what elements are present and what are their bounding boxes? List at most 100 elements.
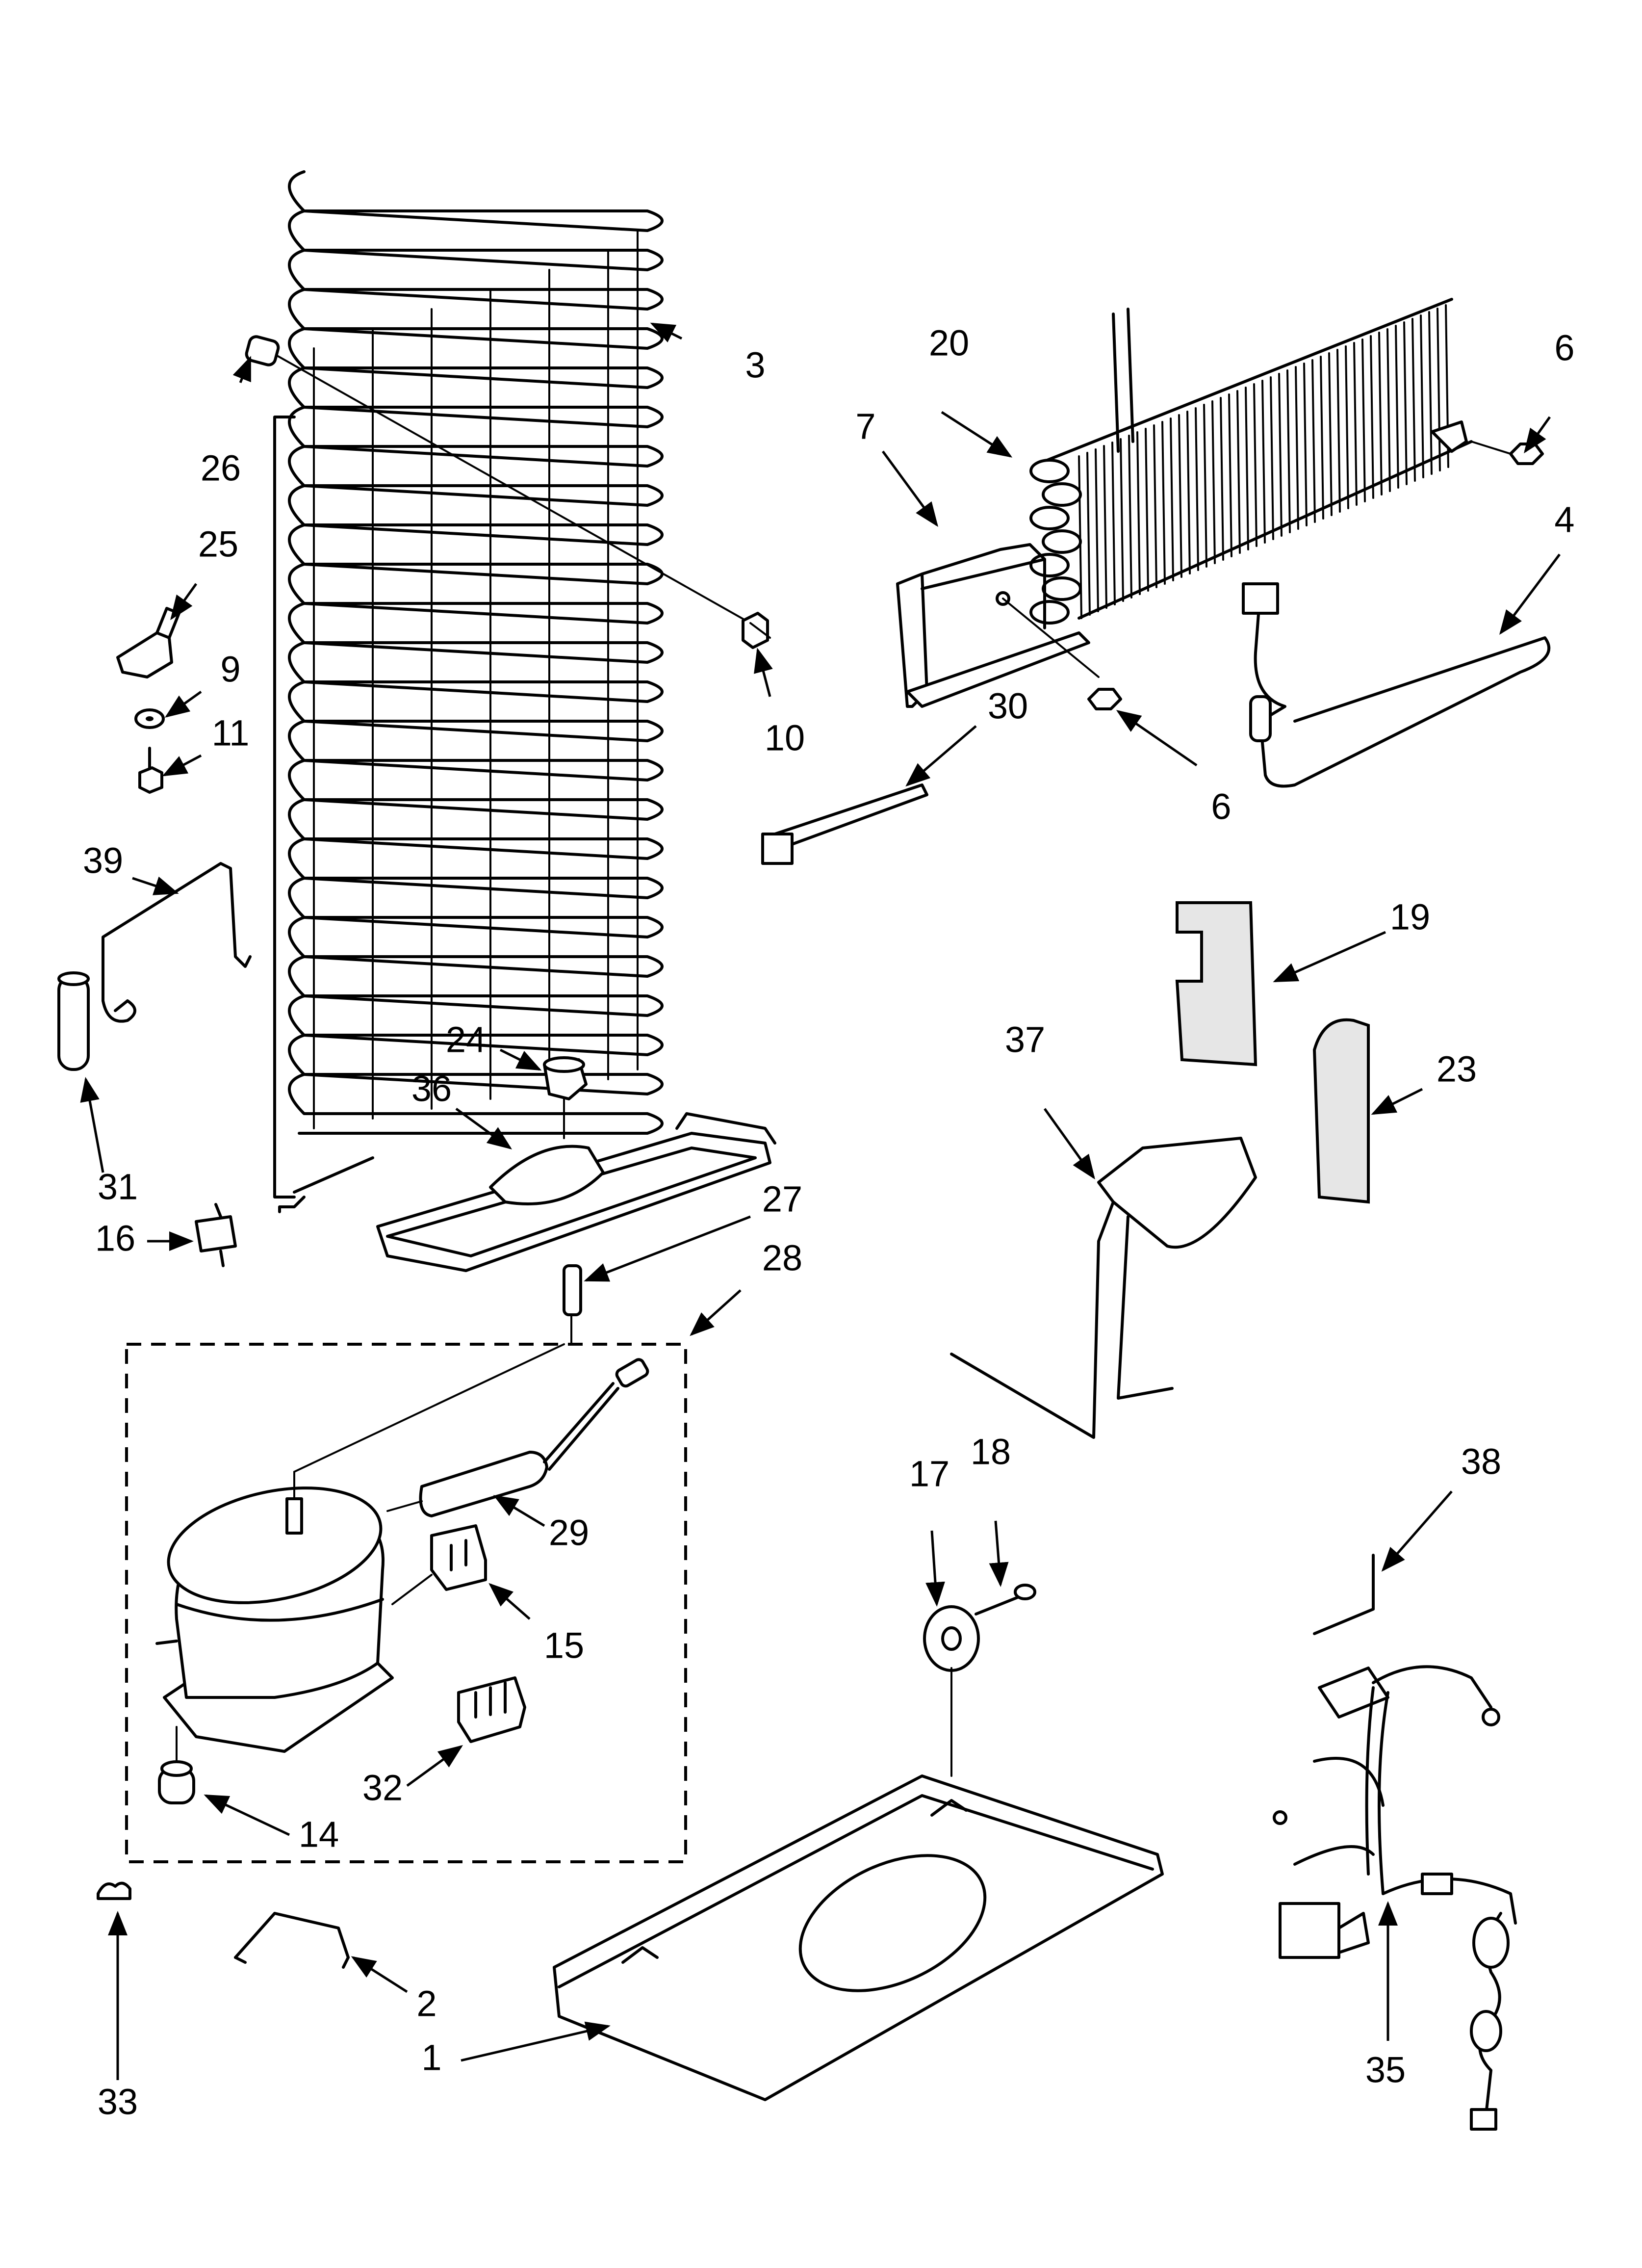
- evaporator-fin: [1311, 359, 1316, 523]
- screw-11: [138, 747, 163, 794]
- grommet-14: [158, 1726, 195, 1804]
- screw-26: [245, 335, 751, 624]
- callout-3: 3: [745, 345, 765, 386]
- base-plate-1: [553, 1774, 1164, 2101]
- foam-block-23: [1312, 1018, 1370, 1204]
- evaporator-fin: [1411, 318, 1416, 482]
- evaporator-fin: [1353, 342, 1358, 506]
- screw-6-lower: [1087, 688, 1122, 710]
- evaporator-fin: [1211, 400, 1216, 564]
- callout-17: 17: [909, 1454, 949, 1494]
- callout-20: 20: [929, 323, 969, 364]
- evaporator-fin: [1145, 428, 1149, 592]
- pin-18: [975, 1584, 1036, 1616]
- callout-23: 23: [1437, 1049, 1477, 1090]
- wire-harness-35: [1273, 1665, 1517, 2131]
- screw-10: [742, 612, 771, 649]
- evaporator-fin: [1378, 332, 1383, 495]
- evaporator-fin: [1136, 431, 1141, 595]
- evaporator-coil-loop: [1029, 506, 1070, 530]
- callout-10: 10: [765, 718, 805, 758]
- evaporator-fin: [1111, 442, 1116, 605]
- evaporator-fin: [1245, 387, 1249, 550]
- evaporator-fin: [1228, 393, 1232, 557]
- evaporator-fin: [1220, 397, 1224, 561]
- evaporator-fin: [1303, 363, 1308, 526]
- callout-25: 25: [198, 524, 238, 565]
- evaporator-fin: [1395, 325, 1399, 489]
- evaporator-fin: [1336, 349, 1341, 513]
- evaporator-fin: [1253, 383, 1257, 547]
- callout-15: 15: [544, 1625, 584, 1666]
- evaporator-coil-loop: [1029, 459, 1070, 483]
- evaporator-fin: [1328, 352, 1333, 516]
- callout-24: 24: [446, 1019, 486, 1060]
- evaporator-fin: [1286, 369, 1291, 533]
- relay-15: [391, 1524, 487, 1605]
- drain-pan-36: [376, 1112, 776, 1272]
- callout-33: 33: [98, 2082, 138, 2122]
- callout-29: 29: [549, 1512, 589, 1553]
- tube-39: [102, 862, 252, 1023]
- callout-26: 26: [201, 448, 241, 489]
- evaporator-fin: [1095, 448, 1099, 612]
- evaporator-fin: [1120, 438, 1124, 602]
- evaporator-fin: [1386, 328, 1391, 492]
- evaporator-fin: [1086, 452, 1091, 616]
- callout-11: 11: [212, 713, 250, 754]
- evaporator-fin: [1361, 339, 1366, 502]
- clip-33: [97, 1881, 131, 1900]
- callout-7: 7: [855, 406, 875, 447]
- evaporator-fin: [1203, 404, 1207, 568]
- evaporator-fin: [1320, 356, 1324, 520]
- evaporator-fin: [1295, 366, 1299, 530]
- callout-19: 19: [1390, 897, 1430, 938]
- evaporator-fin: [1345, 345, 1349, 509]
- compressor-assembly-box-28: [125, 1343, 687, 1863]
- tube-38: [1313, 1554, 1375, 1635]
- evaporator-fin: [1128, 435, 1132, 599]
- evaporator-fin: [1161, 421, 1166, 585]
- callout-9: 9: [220, 649, 240, 690]
- evaporator-fin: [1186, 411, 1191, 574]
- evaporator-fin: [1428, 311, 1433, 475]
- bracket-7: [896, 543, 1100, 708]
- evaporator-fin: [1195, 407, 1199, 571]
- overload-32: [457, 1676, 526, 1743]
- evaporator-coil-loop: [1029, 553, 1070, 577]
- clip-16: [195, 1203, 237, 1267]
- callout-6-lower: 6: [1211, 786, 1231, 827]
- bracket-2: [234, 1912, 350, 1969]
- evaporator-coil-loop: [1029, 600, 1070, 625]
- evaporator-fin: [1170, 417, 1174, 581]
- plug-24: [543, 1056, 588, 1139]
- callout-16: 16: [95, 1218, 135, 1259]
- evaporator-fin: [1420, 314, 1424, 478]
- evaporator-coil-loop: [1042, 529, 1082, 554]
- evaporator-fin: [1278, 373, 1283, 537]
- callout-18: 18: [971, 1432, 1011, 1472]
- callout-labels: 3 20 7 6 4 6 30 19 23 37 26 25 9 11 39 3…: [83, 323, 1575, 2122]
- evaporator-coil-loop: [1042, 576, 1082, 601]
- tube-27: [563, 1264, 582, 1345]
- defrost-heater-4: [1242, 582, 1551, 788]
- screw-6-upper: [1470, 441, 1544, 465]
- callout-28: 28: [762, 1238, 802, 1278]
- foam-block-19: [1175, 901, 1257, 1067]
- evaporator-20: [1029, 298, 1473, 625]
- callout-37: 37: [1005, 1019, 1045, 1060]
- washer-9: [134, 708, 165, 729]
- evaporator-fin: [1103, 445, 1107, 609]
- condenser-coil: [273, 170, 664, 1213]
- evaporator-coil-loop: [1042, 482, 1082, 507]
- callout-27: 27: [762, 1179, 802, 1220]
- callout-1: 1: [421, 2037, 441, 2078]
- leader-lines: [80, 322, 1561, 2080]
- callout-36: 36: [411, 1069, 452, 1109]
- callout-32: 32: [362, 1768, 403, 1808]
- callout-6-upper: 6: [1554, 328, 1574, 368]
- evaporator-fin: [1153, 424, 1157, 588]
- callout-38: 38: [1461, 1441, 1501, 1482]
- tube-31: [57, 971, 90, 1071]
